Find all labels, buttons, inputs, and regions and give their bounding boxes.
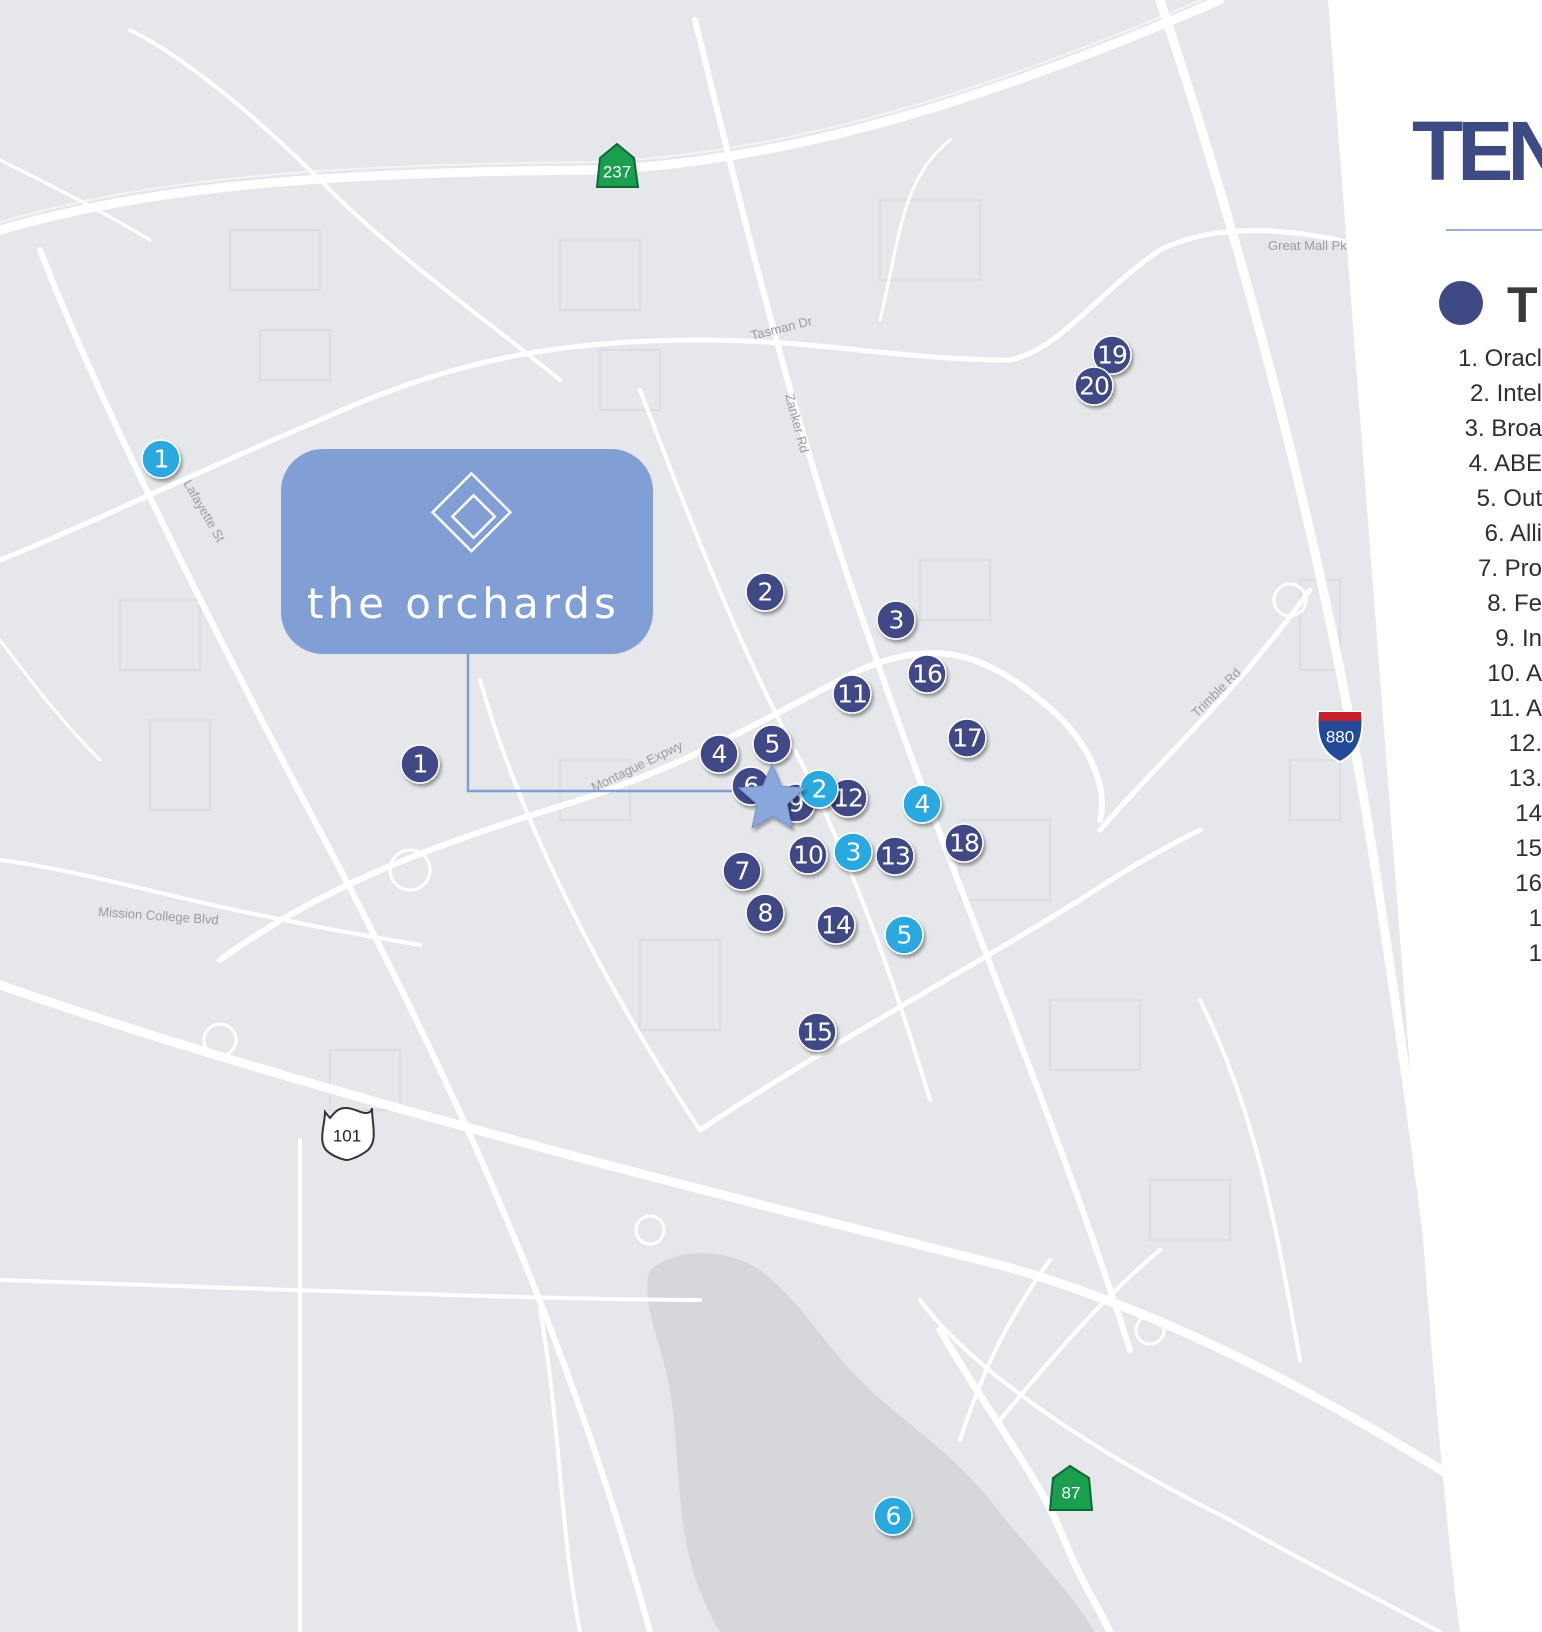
- tenant-pin-14[interactable]: 14: [816, 905, 856, 945]
- svg-text:15: 15: [802, 1018, 832, 1047]
- tenant-pin-10[interactable]: 10: [788, 835, 828, 875]
- amenity-pins: 1 2 3 4 5 6: [141, 439, 942, 1536]
- tenant-pin-16[interactable]: 16: [907, 654, 947, 694]
- legend-item[interactable]: 15: [1515, 835, 1542, 862]
- legend-item[interactable]: 3. Broa: [1465, 415, 1542, 442]
- tenant-pin-4[interactable]: 4: [699, 734, 739, 774]
- legend-item[interactable]: 13.: [1509, 765, 1542, 792]
- highway-237-number: 237: [603, 163, 631, 182]
- tenant-pin-20[interactable]: 20: [1074, 366, 1114, 406]
- legend-item[interactable]: 5. Out: [1477, 485, 1542, 512]
- tenant-pin-19[interactable]: 19: [1092, 335, 1132, 375]
- legend-item[interactable]: 6. Alli: [1485, 520, 1542, 547]
- legend-item[interactable]: 1. Oracl: [1458, 345, 1542, 372]
- tenant-pin-1[interactable]: 1: [400, 744, 440, 784]
- svg-text:10: 10: [793, 841, 823, 870]
- legend-item[interactable]: 1: [1529, 940, 1542, 967]
- legend-panel: TEN T 1. Oracl 2. Intel 3. Broa 4. ABE 5…: [1328, 0, 1542, 1632]
- star-icon[interactable]: [737, 762, 807, 830]
- svg-text:7: 7: [735, 857, 750, 886]
- highway-880-number: 880: [1326, 728, 1354, 747]
- highway-87-number: 87: [1062, 1484, 1081, 1503]
- legend-item[interactable]: 12.: [1509, 730, 1542, 757]
- highway-101-number: 101: [333, 1127, 361, 1146]
- svg-text:8: 8: [758, 899, 773, 928]
- svg-text:2: 2: [758, 578, 773, 607]
- svg-text:1: 1: [154, 445, 169, 474]
- svg-text:3: 3: [846, 838, 861, 867]
- tenant-pin-2[interactable]: 2: [745, 572, 785, 612]
- amenity-pin-2[interactable]: 2: [799, 769, 839, 809]
- svg-text:18: 18: [949, 829, 979, 858]
- svg-text:4: 4: [712, 740, 727, 769]
- svg-text:16: 16: [912, 660, 942, 689]
- legend-item[interactable]: 2. Intel: [1470, 380, 1542, 407]
- legend-item[interactable]: 14: [1515, 800, 1542, 827]
- lake-area: [647, 1253, 1095, 1632]
- svg-text:17: 17: [952, 724, 982, 753]
- legend-item[interactable]: 8. Fe: [1487, 590, 1542, 617]
- tenant-pin-15[interactable]: 15: [797, 1012, 837, 1052]
- svg-text:11: 11: [837, 680, 867, 709]
- legend-list: 1. Oracl 2. Intel 3. Broa 4. ABE 5. Out …: [1458, 345, 1542, 967]
- highway-101-shield: 101: [321, 1106, 375, 1162]
- svg-text:14: 14: [821, 911, 851, 940]
- callout-leader-line: [466, 654, 770, 793]
- highway-880-shield: 880: [1316, 711, 1364, 764]
- legend-panel-background: [1328, 0, 1542, 1632]
- legend-item[interactable]: 10. A: [1487, 660, 1542, 687]
- callout-box: [281, 449, 653, 654]
- legend-item[interactable]: 16: [1515, 870, 1542, 897]
- highway-237-shield: 237: [595, 142, 640, 188]
- property-callout[interactable]: the orchards: [281, 449, 770, 793]
- section-heading: T: [1507, 277, 1538, 333]
- svg-text:5: 5: [897, 921, 912, 950]
- svg-text:5: 5: [765, 730, 780, 759]
- svg-text:13: 13: [880, 842, 910, 871]
- legend-item[interactable]: 4. ABE: [1469, 450, 1542, 477]
- legend-item[interactable]: 11. A: [1489, 695, 1542, 722]
- svg-text:2: 2: [812, 775, 827, 804]
- svg-text:3: 3: [889, 606, 904, 635]
- svg-text:1: 1: [413, 750, 428, 779]
- orchards-logo-icon: [430, 471, 513, 553]
- tenant-pin-8[interactable]: 8: [745, 893, 785, 933]
- highway-87-shield: 87: [1048, 1464, 1094, 1511]
- tenant-legend-dot-icon: [1439, 281, 1483, 325]
- tenant-pin-5[interactable]: 5: [752, 724, 792, 764]
- tenant-pin-18[interactable]: 18: [944, 823, 984, 863]
- tenant-pin-17[interactable]: 17: [947, 718, 987, 758]
- amenity-pin-1[interactable]: 1: [141, 439, 181, 479]
- amenity-pin-3[interactable]: 3: [833, 832, 873, 872]
- tenant-pin-3[interactable]: 3: [876, 600, 916, 640]
- legend-item[interactable]: 9. In: [1495, 625, 1542, 652]
- tenant-pin-11[interactable]: 11: [832, 674, 872, 714]
- legend-item[interactable]: 7. Pro: [1478, 555, 1542, 582]
- panel-title: TEN: [1412, 104, 1542, 198]
- tenant-pin-13[interactable]: 13: [875, 836, 915, 876]
- svg-text:20: 20: [1079, 372, 1109, 401]
- road-label-great-mall: Great Mall Pkwy: [1268, 238, 1363, 253]
- tenant-pin-7[interactable]: 7: [722, 851, 762, 891]
- amenity-pin-6[interactable]: 6: [873, 1496, 913, 1536]
- svg-text:4: 4: [915, 790, 930, 819]
- interchanges: [202, 582, 1308, 1346]
- amenity-pin-4[interactable]: 4: [902, 784, 942, 824]
- svg-text:19: 19: [1097, 341, 1127, 370]
- svg-text:6: 6: [886, 1502, 901, 1531]
- legend-item[interactable]: 1: [1529, 905, 1542, 932]
- amenity-pin-5[interactable]: 5: [884, 915, 924, 955]
- brand-name: the orchards: [307, 579, 620, 628]
